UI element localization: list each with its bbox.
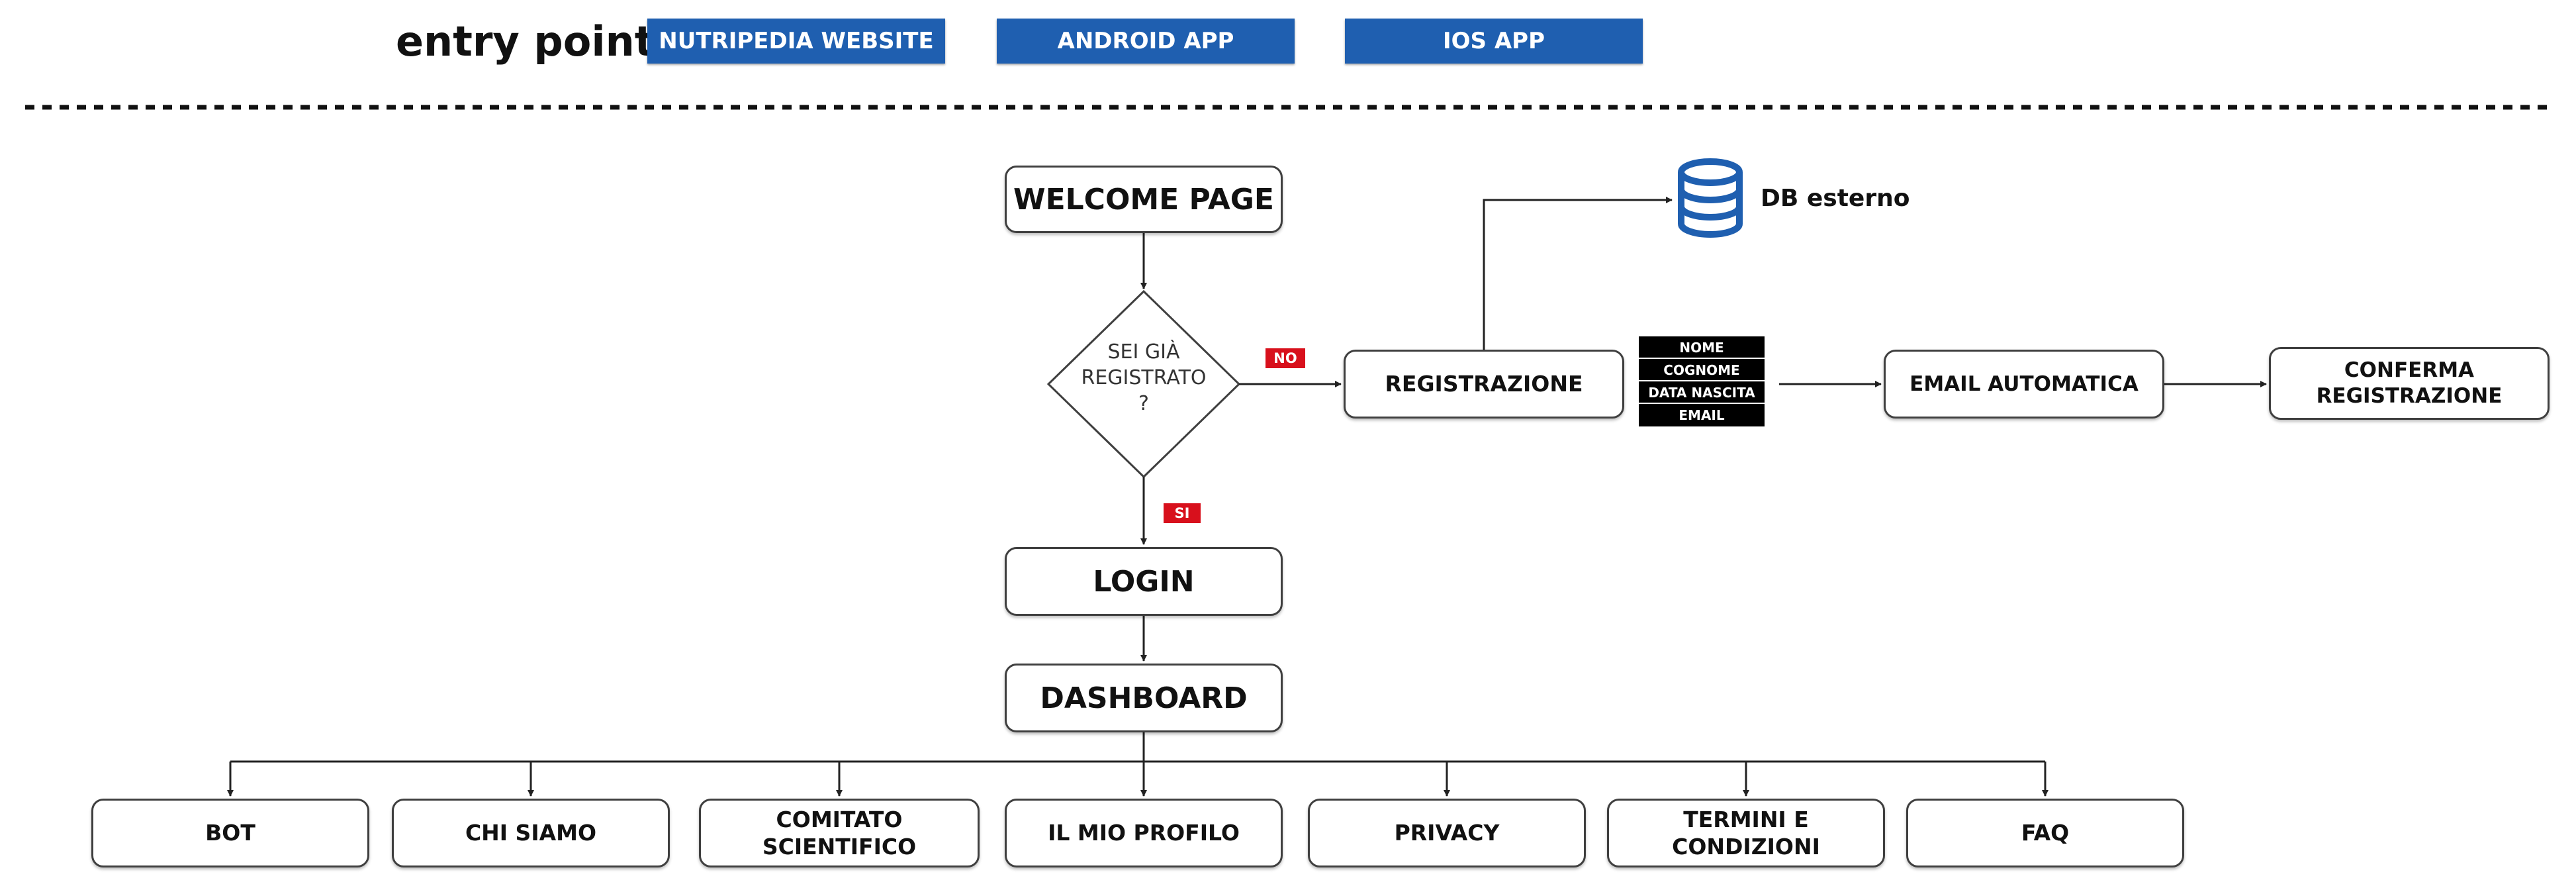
login-node: LOGIN [1005, 547, 1283, 616]
entry-ios-app[interactable]: IOS APP [1345, 19, 1643, 64]
dashboard-node: DASHBOARD [1005, 664, 1283, 732]
entry-android-app[interactable]: ANDROID APP [997, 19, 1295, 64]
section-il-mio-profilo[interactable]: IL MIO PROFILO [1005, 799, 1283, 867]
db-esterno-label: DB esterno [1761, 185, 1910, 212]
email-automatica-node: EMAIL AUTOMATICA [1884, 350, 2164, 419]
section-privacy[interactable]: PRIVACY [1308, 799, 1586, 867]
field-cognome: COGNOME [1639, 359, 1765, 381]
section-bot[interactable]: BOT [91, 799, 369, 867]
section-faq[interactable]: FAQ [1906, 799, 2184, 867]
field-email: EMAIL [1679, 407, 1725, 423]
no-tag: NO [1265, 348, 1305, 368]
welcome-page-node: WELCOME PAGE [1005, 166, 1283, 233]
field-data-nascita: DATA NASCITA [1639, 381, 1765, 404]
database-icon [1678, 158, 1743, 238]
conferma-registrazione-node: CONFERMA REGISTRAZIONE [2269, 347, 2550, 420]
registration-fields: NOME COGNOME DATA NASCITA EMAIL [1639, 336, 1765, 426]
section-chi-siamo[interactable]: CHI SIAMO [392, 799, 670, 867]
yes-tag: SI [1164, 503, 1201, 523]
arrow-registration-to-db [1483, 197, 1673, 350]
field-nome: NOME [1639, 336, 1765, 359]
section-comitato-scientifico[interactable]: COMITATO SCIENTIFICO [699, 799, 980, 867]
decision-label: SEI GIÀ REGISTRATO ? [1081, 340, 1207, 415]
registration-node: REGISTRAZIONE [1344, 350, 1624, 419]
entry-point-label: entry point [396, 17, 655, 66]
section-termini-e-condizioni[interactable]: TERMINI E CONDIZIONI [1607, 799, 1885, 867]
entry-nutripedia-website[interactable]: NUTRIPEDIA WEBSITE [647, 19, 945, 64]
